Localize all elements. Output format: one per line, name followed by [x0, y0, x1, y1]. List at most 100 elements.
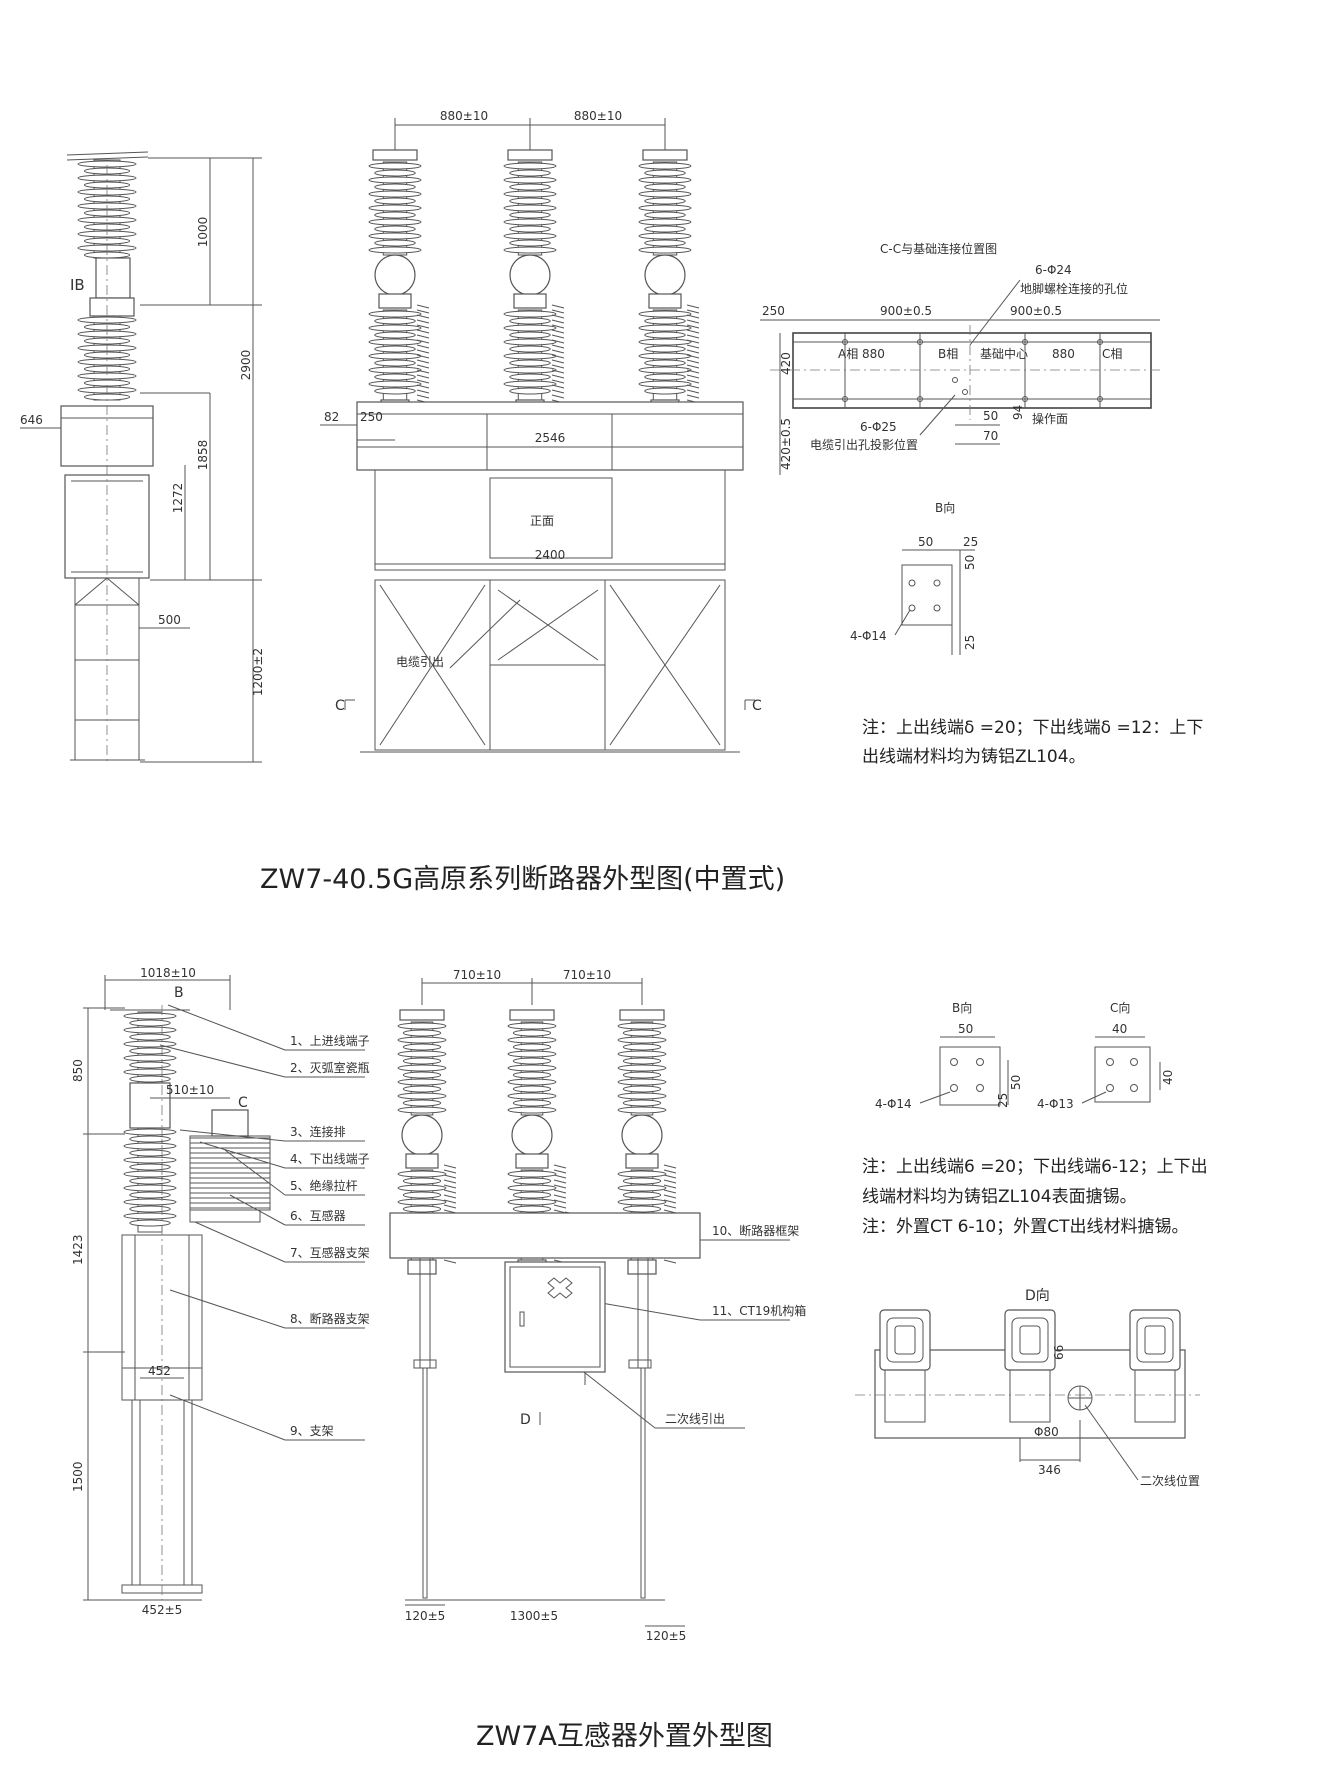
bottom-cview-d40b: 40 [1161, 1070, 1175, 1085]
cc-d70: 70 [983, 429, 998, 443]
dim-2400: 2400 [535, 548, 566, 562]
bottom-d-view: D向 66 Φ80 346 二次线位置 [855, 1288, 1200, 1488]
cc-hole-10 [962, 389, 968, 395]
dim-1018: 1018±10 [140, 966, 196, 980]
label-c-bottom: C [238, 1095, 248, 1111]
dim-pitch1: 880±10 [440, 109, 488, 123]
top-bview-d25a: 25 [963, 535, 978, 549]
label-front-face: 正面 [530, 514, 554, 528]
secondary-out: 二次线引出 [665, 1412, 725, 1426]
cc-hole-5 [842, 396, 848, 402]
top-note-line1: 注：上出线端δ =20；下出线端δ =12：上下 [862, 718, 1203, 738]
cc-hole-1 [842, 339, 848, 345]
part-7: 7、互感器支架 [290, 1245, 370, 1260]
cc-hole-7 [1022, 396, 1028, 402]
bottom-note-line1: 注：上出线端6 =20；下出线端6-12；上下出 [862, 1157, 1208, 1177]
dim-850: 850 [71, 1059, 85, 1082]
part-6: 6、互感器 [290, 1208, 346, 1223]
cc-title: C-C与基础连接位置图 [880, 241, 997, 256]
top-bview-d50a: 50 [918, 535, 933, 549]
part-8: 8、断路器支架 [290, 1311, 370, 1326]
front-pole-2 [503, 149, 565, 415]
bottom-cview-d40: 40 [1112, 1022, 1127, 1036]
cc-cable-proj: 电缆引出孔投影位置 [810, 437, 918, 452]
bottom-bview-d50b: 50 [1009, 1075, 1023, 1090]
top-diagram: 1000 2900 1858 1272 1200±2 646 500 IB 88… [20, 109, 1203, 895]
part-9: 9、支架 [290, 1424, 334, 1438]
bottom-note-line3: 注：外置CT 6-10；外置CT出线材料搪锡。 [862, 1217, 1189, 1237]
dim-452b: 452±5 [142, 1603, 183, 1617]
part-1: 1、上进线端子 [290, 1034, 370, 1048]
dim-2546: 2546 [535, 431, 566, 445]
dim-1200: 1200±2 [251, 648, 265, 696]
dim-1272: 1272 [171, 483, 185, 514]
part-leaders: 1、上进线端子 2、灭弧室瓷瓶 3、连接排 4、下出线端子 5、绝缘拉杆 6、互… [159, 1004, 806, 1441]
cc-d250: 250 [762, 304, 785, 318]
dim-646: 646 [20, 413, 43, 427]
dim-510: 510±10 [166, 1083, 214, 1097]
bottom-bc-views: B向 50 50 25 4-Φ14 C向 40 40 4-Φ13 [875, 1000, 1175, 1111]
dim-710b: 710±10 [563, 968, 611, 982]
dim-1858: 1858 [196, 440, 210, 471]
top-title: ZW7-40.5G高原系列断路器外型图(中置式) [260, 864, 785, 895]
bottom-title: ZW7A互感器外置外型图 [476, 1721, 773, 1752]
dview-terminal-1 [879, 1309, 931, 1423]
current-transformer [189, 1135, 271, 1211]
bottom-cview-holes: 4-Φ13 [1037, 1097, 1074, 1111]
cc-hole-6 [917, 396, 923, 402]
part-11: 11、CT19机构箱 [712, 1303, 806, 1318]
dim-pitch2: 880±10 [574, 109, 622, 123]
cc-hole-3 [1022, 339, 1028, 345]
bottom-bview-title: B向 [952, 1000, 972, 1015]
cc-phase-b: B相 [938, 347, 958, 361]
dim-500: 500 [158, 613, 181, 627]
bottom-bview-d25: 25 [996, 1093, 1010, 1108]
dim-2900: 2900 [239, 350, 253, 381]
part-10: 10、断路器框架 [712, 1223, 799, 1238]
dview-terminal-2 [1004, 1309, 1056, 1423]
bside-lower-insulator [123, 1127, 177, 1233]
label-cable-out: 电缆引出 [396, 655, 444, 669]
dim-1000: 1000 [196, 217, 210, 248]
front-pole-3 [638, 149, 700, 415]
dim-1300: 1300±5 [510, 1609, 558, 1623]
dim-120a: 120±5 [405, 1609, 446, 1623]
top-front-view: 880±10 880±10 [320, 109, 762, 753]
dim-710a: 710±10 [453, 968, 501, 982]
cc-d900a: 900±0.5 [880, 304, 932, 318]
cc-hole-25: 6-Φ25 [860, 420, 897, 434]
bottom-bview-holes: 4-Φ14 [875, 1097, 912, 1111]
cc-hole-24: 6-Φ24 [1035, 263, 1072, 277]
cc-hole-8 [1097, 396, 1103, 402]
top-bview-holes: 4-Φ14 [850, 629, 887, 643]
dim-452: 452 [148, 1364, 171, 1378]
dim-1423: 1423 [71, 1234, 85, 1265]
bottom-bview-d50: 50 [958, 1022, 973, 1036]
bottom-side-view: 1018±10 B 510±10 C 452 [71, 966, 271, 1617]
cc-phase-c: C相 [1102, 347, 1122, 361]
top-bview-d25b: 25 [963, 635, 977, 650]
cc-foundation-view: C-C与基础连接位置图 6-Φ24 地脚螺栓连接的孔位 250 900±0.5 … [760, 241, 1160, 475]
label-b-bottom: B [174, 985, 184, 1001]
bottom-front-view: 710±10 710±10 D 120±5 1300±5 120±5 [389, 968, 701, 1643]
dview-d66: 66 [1052, 1345, 1066, 1360]
cc-phase-a: A相 880 [838, 347, 885, 361]
dim-250: 250 [360, 410, 383, 424]
bottom-note-line2: 线端材料均为铸铝ZL104表面搪锡。 [862, 1187, 1137, 1207]
dview-phi80: Φ80 [1034, 1425, 1059, 1439]
cc-hole-2 [917, 339, 923, 345]
label-ib: IB [70, 276, 85, 294]
top-side-view: 1000 2900 1858 1272 1200±2 646 500 IB [20, 151, 265, 765]
top-note-line2: 出线端材料均为铸铝ZL104。 [862, 747, 1086, 767]
dview-terminal-3 [1129, 1309, 1181, 1423]
dim-120b: 120±5 [646, 1629, 687, 1643]
bottom-cview-title: C向 [1110, 1000, 1130, 1015]
top-b-view: B向 50 25 50 25 4-Φ14 [850, 500, 978, 655]
cc-op-face: 操作面 [1032, 411, 1068, 426]
cc-anchor-note: 地脚螺栓连接的孔位 [1020, 281, 1128, 296]
dim-82: 82 [324, 410, 339, 424]
label-sec-c-left: C [335, 698, 345, 714]
part-5: 5、绝缘拉杆 [290, 1178, 358, 1193]
cc-d420b: 420±0.5 [779, 418, 793, 470]
